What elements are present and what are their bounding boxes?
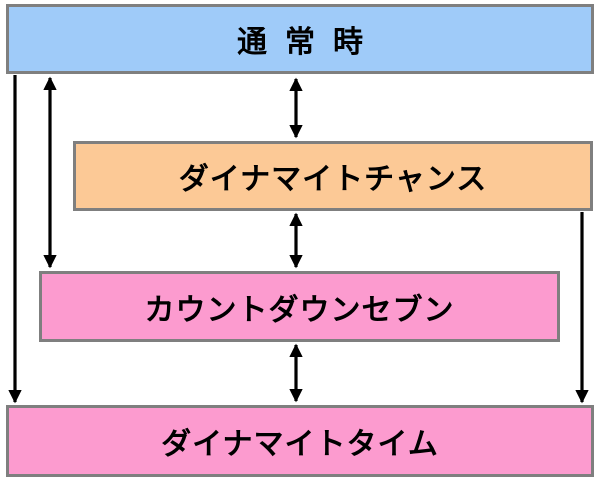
state-dynamite-time-box: ダイナマイトタイム — [6, 405, 594, 477]
state-countdown-seven-box: カウントダウンセブン — [39, 271, 560, 342]
state-dynamite-chance-box: ダイナマイトチャンス — [73, 141, 593, 211]
state-dynamite-chance-label: ダイナマイトチャンス — [178, 162, 488, 197]
state-countdown-seven-label: カウントダウンセブン — [144, 292, 455, 328]
state-normal-box: 通常時 — [6, 4, 594, 74]
state-normal-label: 通常時 — [237, 25, 381, 60]
state-dynamite-time-label: ダイナマイトタイム — [161, 427, 439, 462]
